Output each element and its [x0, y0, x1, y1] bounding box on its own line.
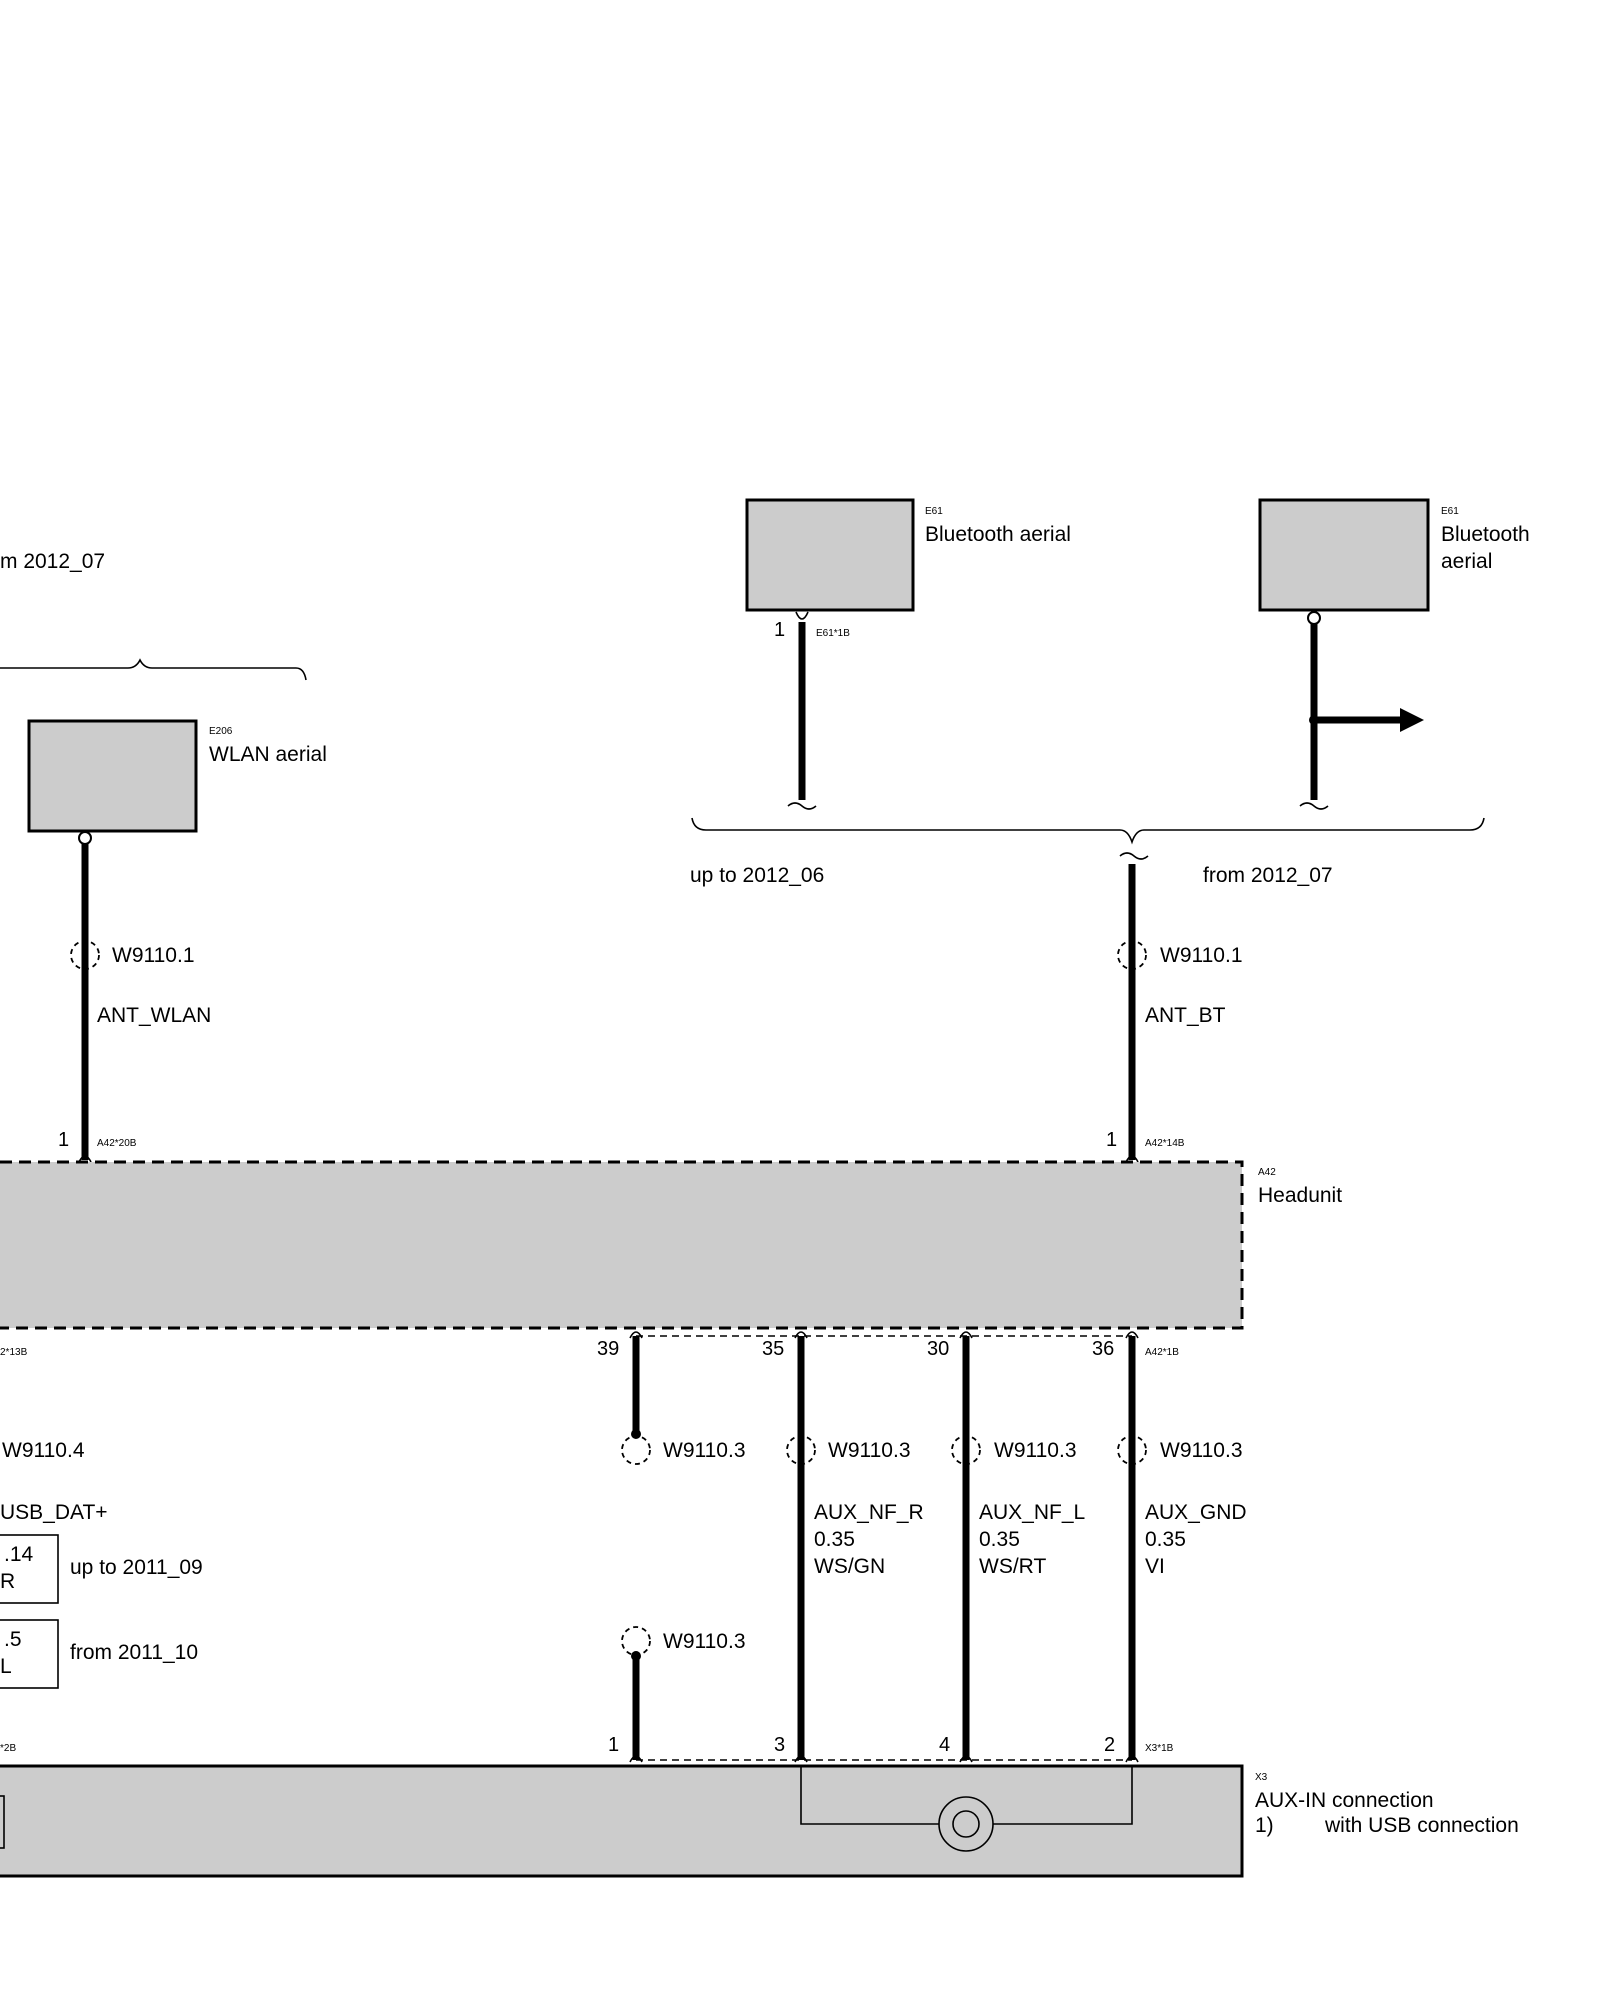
w39-bottom-socket [629, 1755, 643, 1763]
left-option-1-line2: R [0, 1570, 15, 1593]
wlan-pin-socket [78, 1155, 92, 1163]
left-option-1-label: up to 2011_09 [70, 1556, 203, 1579]
top-left-variant-label: m 2012_07 [0, 550, 105, 573]
wlan-harness-marker [70, 940, 100, 970]
bt-aerial-b-arrow-icon [1400, 708, 1424, 732]
w35-color: WS/GN [814, 1555, 885, 1578]
left-option-2-line2: L [0, 1655, 12, 1678]
w36-pin-top: 36 [1092, 1338, 1114, 1360]
w36-connector-bottom: X3*1B [1145, 1743, 1174, 1754]
bt-aerial-a-socket [795, 611, 809, 620]
w36-color: VI [1145, 1555, 1165, 1578]
w35-harness-label: W9110.3 [828, 1439, 911, 1462]
w30-size: 0.35 [979, 1528, 1020, 1551]
aux-in-box [0, 1764, 1244, 1878]
variant-from-label: from 2012_07 [1203, 864, 1333, 887]
headunit-name: Headunit [1258, 1184, 1342, 1207]
aux-in-note-text: with USB connection [1324, 1814, 1519, 1837]
left-option-2-label: from 2011_10 [70, 1641, 198, 1664]
w39-harness-label: W9110.3 [663, 1439, 746, 1462]
w36-harness-marker [1117, 1435, 1147, 1465]
bt-aerial-a-wire-break [787, 802, 817, 810]
left-harness-label: W9110.4 [2, 1439, 85, 1462]
bt-aerial-b-name-line2: aerial [1441, 550, 1492, 573]
wlan-aerial-box [27, 719, 198, 833]
w30-top-socket [959, 1331, 973, 1339]
bt-pin-socket [1125, 1155, 1139, 1163]
variant-brace [691, 817, 1485, 845]
bt-aerial-b-wire-break [1299, 802, 1329, 810]
bt-aerial-b-terminal [1307, 611, 1321, 625]
wlan-aerial-terminal [78, 831, 92, 845]
left-option-box-1 [0, 1534, 59, 1604]
w39-harness-marker [621, 1435, 651, 1465]
w36-connector-top: A42*1B [1145, 1347, 1179, 1358]
w36-top-socket [1125, 1331, 1139, 1339]
bt-aerial-b-id: E61 [1441, 506, 1459, 517]
top-left-brace [0, 658, 307, 681]
w30-color: WS/RT [979, 1555, 1046, 1578]
left-option-2-line1: .5 [4, 1628, 22, 1651]
w36-signal: AUX_GND [1145, 1501, 1247, 1524]
w35-size: 0.35 [814, 1528, 855, 1551]
bt-harness-marker [1117, 940, 1147, 970]
bt-aerial-b-name-line1: Bluetooth [1441, 523, 1530, 546]
aux-in-note-number: 1) [1255, 1814, 1274, 1837]
wlan-pin-number: 1 [58, 1129, 69, 1151]
bt-signal-label: ANT_BT [1145, 1004, 1226, 1027]
w35-signal: AUX_NF_R [814, 1501, 924, 1524]
bt-aerial-b-box [1258, 498, 1430, 612]
bt-harness-label: W9110.1 [1160, 944, 1243, 967]
left-option-1-line1: .14 [4, 1543, 34, 1566]
bt-aerial-a-connector: E61*1B [816, 628, 850, 639]
left-connector-top: 2*13B [0, 1347, 28, 1358]
w35-top-socket [794, 1331, 808, 1339]
w39-harness-marker-2 [621, 1626, 651, 1656]
left-signal-label: USB_DAT+ [0, 1501, 108, 1524]
w36-bottom-socket [1125, 1755, 1139, 1763]
aux-in-id: X3 [1255, 1772, 1268, 1783]
bt-connector-label: A42*14B [1145, 1138, 1185, 1149]
aux-jack-inner-icon [952, 1810, 980, 1838]
left-connector-bottom: *2B [0, 1743, 16, 1754]
wlan-harness-label: W9110.1 [112, 944, 195, 967]
wlan-aerial-name: WLAN aerial [209, 743, 327, 766]
w36-pin-bottom: 2 [1104, 1734, 1115, 1756]
bt-aerial-a-id: E61 [925, 506, 943, 517]
w39-harness-label-2: W9110.3 [663, 1630, 746, 1653]
variant-up-to-label: up to 2012_06 [690, 864, 824, 887]
w35-harness-marker [786, 1435, 816, 1465]
w35-pin-bottom: 3 [774, 1734, 785, 1756]
w39-top-end [631, 1429, 641, 1439]
headunit-id: A42 [1258, 1167, 1276, 1178]
w36-harness-label: W9110.3 [1160, 1439, 1243, 1462]
aux-in-name: AUX-IN connection [1255, 1789, 1434, 1812]
bt-wire-break-top [1119, 852, 1149, 860]
w30-harness-marker [951, 1435, 981, 1465]
wlan-aerial-id: E206 [209, 726, 233, 737]
w35-bottom-socket [794, 1755, 808, 1763]
bt-aerial-a-pin: 1 [774, 619, 785, 641]
bt-aerial-a-name: Bluetooth aerial [925, 523, 1071, 546]
w39-pin-top: 39 [597, 1338, 619, 1360]
aux-in-left-socket [0, 1795, 5, 1849]
w35-pin-top: 35 [762, 1338, 784, 1360]
wlan-connector-label: A42*20B [97, 1138, 137, 1149]
aux-jack-outer-icon [938, 1796, 994, 1852]
wlan-signal-label: ANT_WLAN [97, 1004, 211, 1027]
headunit-box [0, 1162, 1242, 1328]
w30-bottom-socket [959, 1755, 973, 1763]
w36-size: 0.35 [1145, 1528, 1186, 1551]
w39-top-socket [629, 1331, 643, 1339]
left-option-box-2 [0, 1619, 59, 1689]
w39-pin-bottom: 1 [608, 1734, 619, 1756]
bt-pin-number: 1 [1106, 1129, 1117, 1151]
w30-harness-label: W9110.3 [994, 1439, 1077, 1462]
bt-aerial-a-box [745, 498, 915, 612]
w30-pin-bottom: 4 [939, 1734, 950, 1756]
w30-pin-top: 30 [927, 1338, 949, 1360]
w30-signal: AUX_NF_L [979, 1501, 1085, 1524]
